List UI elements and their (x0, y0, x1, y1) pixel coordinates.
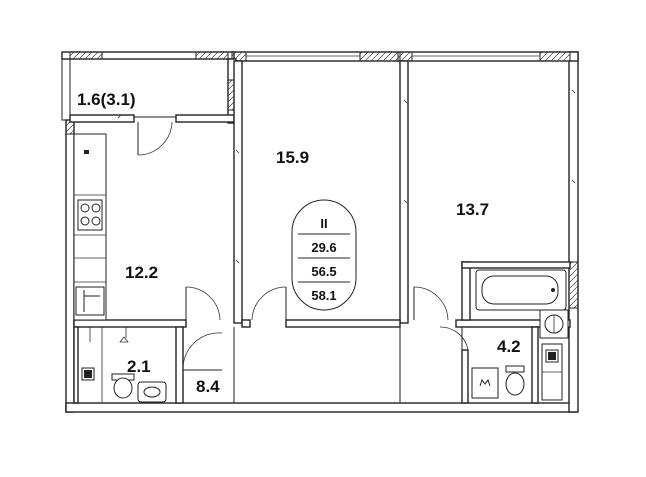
bathroom-left-area-label: 2.1 (127, 357, 151, 376)
right-bathroom-fixtures (471, 343, 563, 401)
doors (182, 286, 469, 371)
bedroom-area-label: 13.7 (456, 200, 489, 219)
total-area-value: 56.5 (311, 264, 336, 279)
wall-markers (117, 89, 576, 264)
washing-machine-icon (539, 309, 569, 339)
bathroom-right-area-label: 4.2 (497, 337, 521, 356)
living-area-value: 29.6 (311, 240, 336, 255)
kitchen-sink-icon (75, 286, 105, 316)
washbasin-icon (137, 381, 167, 403)
stove-icon (77, 199, 103, 231)
balcony-area-label: 1.6(3.1) (77, 90, 136, 109)
interior-walls (73, 60, 571, 404)
room-labels: 1.6(3.1) 15.9 13.7 12.2 2.1 8.4 4.2 (77, 90, 521, 396)
toilet-icon (111, 373, 135, 399)
hall-area-label: 8.4 (196, 377, 220, 396)
left-bathroom-fixtures (73, 326, 129, 404)
area-badge: II 29.6 56.5 58.1 (291, 199, 357, 311)
bathtub-icon (475, 269, 567, 311)
living-room-area-label: 15.9 (276, 148, 309, 167)
apartment-type-label: II (320, 216, 327, 231)
total-with-balcony-value: 58.1 (311, 288, 336, 303)
kitchen-area-label: 12.2 (125, 263, 158, 282)
